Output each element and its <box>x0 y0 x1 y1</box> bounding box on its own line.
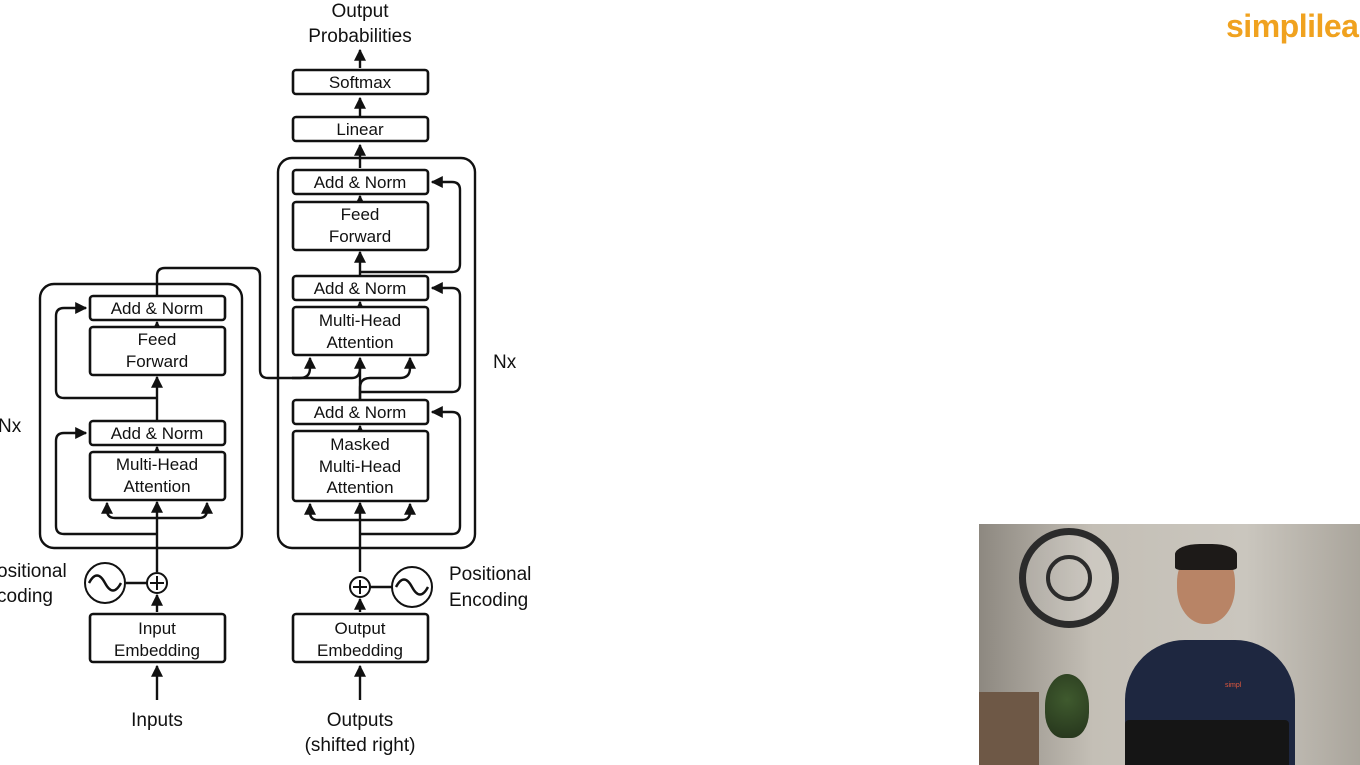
encoder-feed-forward-label-line2: Forward <box>126 352 188 371</box>
decoder-nx-label: Nx <box>493 352 517 373</box>
decoder-feed-forward-label-line2: Forward <box>329 227 391 246</box>
input-embedding-label-line1: Input <box>138 619 176 638</box>
encoder-stack-frame <box>38 282 244 550</box>
output-embedding-block <box>291 612 430 664</box>
decoder-stack-frame <box>276 156 477 550</box>
outputs-label-line2: (shifted right) <box>305 735 416 756</box>
encoder-nx-label: Nx <box>0 416 22 437</box>
output-embedding-label-line1: Output <box>334 619 385 638</box>
inputs-label: Inputs <box>131 710 183 731</box>
decoder-add-norm-top <box>291 168 430 196</box>
encoder-positional-encoding-sine-icon <box>84 562 126 604</box>
encoder-add-norm-top-label: Add & Norm <box>111 299 204 318</box>
encoder-positional-encoding-label-line2: coding <box>0 586 53 607</box>
decoder-positional-encoding-label-line1: Positional <box>449 564 531 585</box>
output-embedding-label-line2: Embedding <box>317 641 403 660</box>
linear-block <box>291 115 430 143</box>
softmax-label: Softmax <box>329 73 392 92</box>
decoder-positional-encoding-sine-icon <box>391 566 433 608</box>
presenter-video-feed: simpl <box>979 524 1360 765</box>
decoder-add-norm-bottom <box>291 398 430 426</box>
outputs-label-line1: Outputs <box>327 710 394 731</box>
input-embedding-label-line2: Embedding <box>114 641 200 660</box>
transformer-architecture-diagram: Output Probabilities Softmax Linear Add … <box>0 1 531 756</box>
masked-mha-label-line3: Attention <box>326 478 393 497</box>
masked-mha-label-line1: Masked <box>330 435 390 454</box>
decoder-multi-head-attention-label-line2: Attention <box>326 333 393 352</box>
encoder-positional-encoding-label-line1: ositional <box>0 561 67 582</box>
decoder-feed-forward-block <box>291 200 430 252</box>
softmax-block <box>291 68 430 96</box>
decoder-masked-multi-head-attention-block <box>291 429 430 503</box>
encoder-add-norm-bottom <box>88 419 227 447</box>
output-probabilities-label-line1: Output <box>331 1 389 22</box>
decoder-add-norm-bottom-label: Add & Norm <box>314 403 407 422</box>
decoder-feed-forward-label-line1: Feed <box>341 205 380 224</box>
wall-clock-image <box>1019 528 1119 628</box>
decoder-positional-encoding-label-line2: Encoding <box>449 590 528 611</box>
input-embedding-block <box>88 612 227 664</box>
encoder-feed-forward-block <box>88 325 227 377</box>
decoder-multi-head-attention-label-line1: Multi-Head <box>319 311 401 330</box>
output-probabilities-label-line2: Probabilities <box>308 26 412 47</box>
encoder-mha-label-line2: Attention <box>123 477 190 496</box>
encoder-multi-head-attention-block <box>88 450 227 502</box>
decoder-add-norm-middle-label: Add & Norm <box>314 279 407 298</box>
shirt-logo-text: simpl <box>1225 682 1242 689</box>
encoder-add-norm-bottom-label: Add & Norm <box>111 424 204 443</box>
plant-image <box>1045 674 1089 738</box>
decoder-add-norm-top-label: Add & Norm <box>314 173 407 192</box>
decoder-multi-head-attention-block <box>291 305 430 357</box>
linear-label: Linear <box>336 120 384 139</box>
masked-mha-label-line2: Multi-Head <box>319 457 401 476</box>
decoder-add-norm-middle <box>291 274 430 302</box>
encoder-feed-forward-label-line1: Feed <box>138 330 177 349</box>
laptop-image <box>1125 720 1289 765</box>
encoder-mha-label-line1: Multi-Head <box>116 455 198 474</box>
brand-logo: simplilea <box>1226 8 1359 44</box>
